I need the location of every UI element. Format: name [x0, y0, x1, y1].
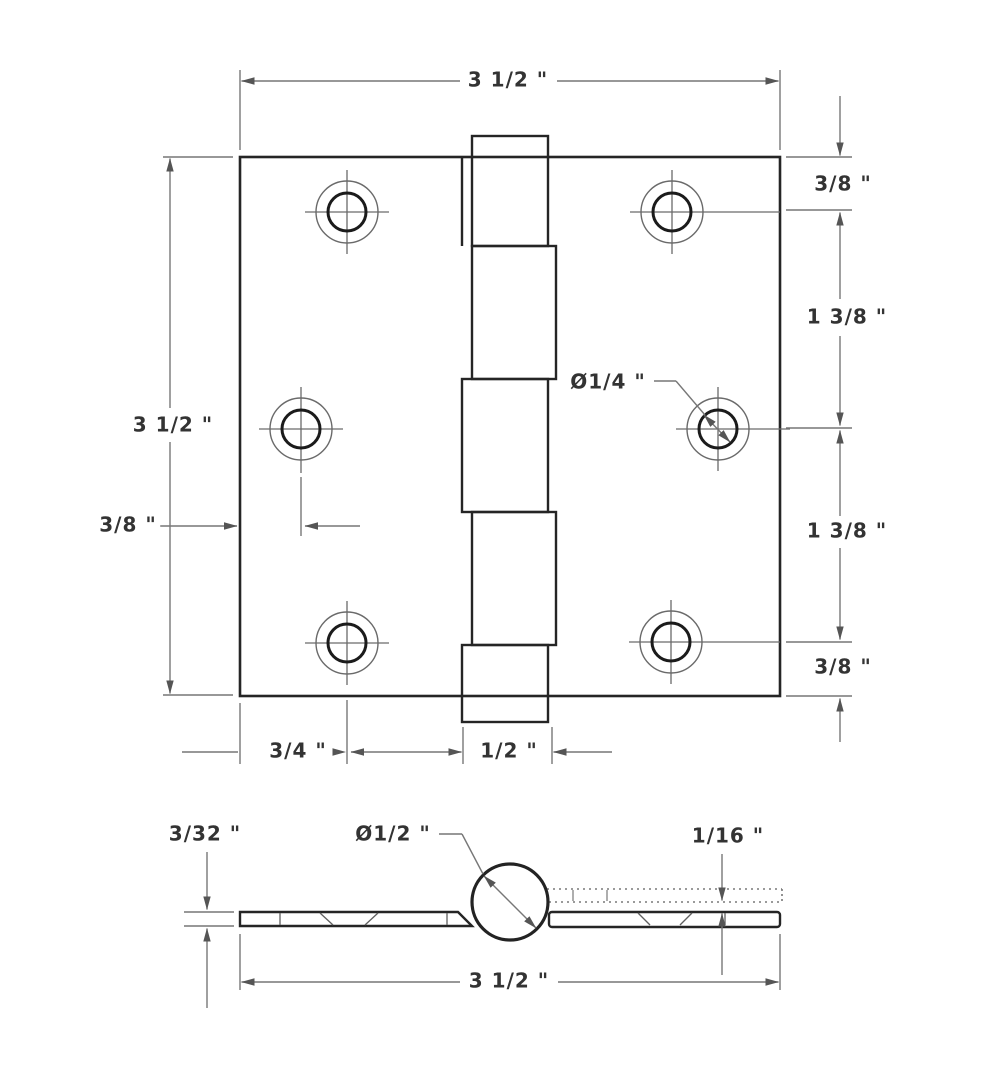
side-view-dimensions [184, 833, 781, 1008]
dim-label-leaf-thickness: 3/32 " [165, 822, 245, 846]
dim-label-overall-width-bottom: 3 1/2 " [465, 969, 553, 993]
dim-label-middle-hole-to-bottom-hole: 1 3/8 " [803, 519, 891, 543]
screw-hole-bottom-right [629, 600, 780, 684]
dim-label-screw-hole-diameter: Ø1/4 " [567, 370, 649, 394]
left-leaf-profile [238, 910, 475, 928]
screw-hole-bottom-left [305, 601, 389, 685]
dim-label-overall-width-top: 3 1/2 " [464, 68, 552, 92]
projected-leaf-dotted-lines [547, 888, 783, 903]
dim-label-barrel-diameter: Ø1/2 " [352, 822, 434, 846]
dim-label-edge-to-middle-hole: 3/8 " [96, 513, 160, 537]
screw-hole-top-left [305, 170, 389, 254]
front-view-dimensions [156, 70, 852, 764]
dim-label-top-hole-to-middle-hole: 1 3/8 " [803, 305, 891, 329]
side-view [184, 833, 783, 1008]
dim-label-top-edge-to-top-hole: 3/8 " [811, 172, 875, 196]
screw-hole-middle-left [259, 387, 343, 473]
right-leaf-profile [547, 910, 782, 929]
dim-label-overall-height-left: 3 1/2 " [129, 413, 217, 437]
screw-hole-middle-right [676, 387, 790, 471]
dim-label-bottom-hole-to-bottom-edge: 3/8 " [811, 655, 875, 679]
countersink-marks [279, 912, 726, 926]
hinge-barrel [460, 134, 558, 724]
screw-hole-top-right [630, 170, 780, 254]
dim-label-leaf-offset: 1/16 " [688, 824, 768, 848]
dim-label-barrel-width: 1/2 " [477, 739, 541, 763]
screw-holes [259, 170, 790, 685]
dim-label-edge-to-outer-hole-column: 3/4 " [266, 739, 330, 763]
hinge-plate-outline [238, 155, 782, 698]
front-view [156, 70, 852, 764]
